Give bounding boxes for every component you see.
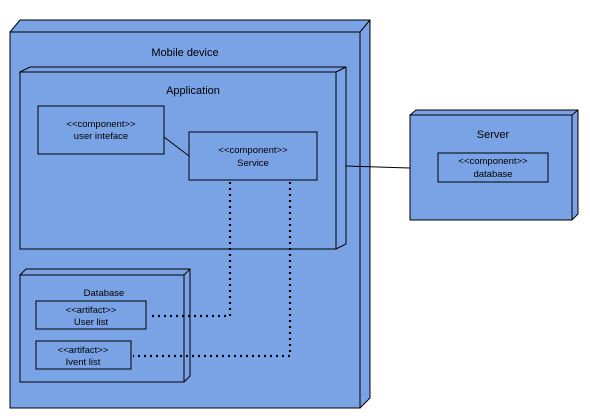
ui-service-connector [163,136,190,157]
service-name: Service [237,158,269,169]
server-label: Server [477,129,510,141]
service-component: <<component>> Service [188,131,318,181]
user-list-stereotype: <<artifact>> [66,305,117,316]
event-list-name: Ivent list [66,357,101,368]
event-list-artifact: <<artifact>> Ivent list [35,340,132,370]
server-database-component: <<component>> database [437,152,549,183]
mobile-device-label: Mobile device [151,47,218,59]
user-interface-stereotype: <<component>> [66,119,136,130]
user-list-artifact: <<artifact>> User list [35,300,147,330]
device-server-link [345,165,411,169]
user-interface-name: user inteface [74,131,128,142]
user-interface-component: <<component>> user inteface [37,105,165,155]
user-list-name: User list [74,317,109,328]
server-database-stereotype: <<component>> [458,156,528,167]
event-list-stereotype: <<artifact>> [58,345,109,356]
device-database-label: Database [84,288,125,299]
service-user-list-dependency [148,182,232,318]
service-stereotype: <<component>> [218,145,288,156]
service-event-list-dependency [133,182,292,358]
application-label: Application [166,85,220,97]
server-database-name: database [473,169,512,180]
